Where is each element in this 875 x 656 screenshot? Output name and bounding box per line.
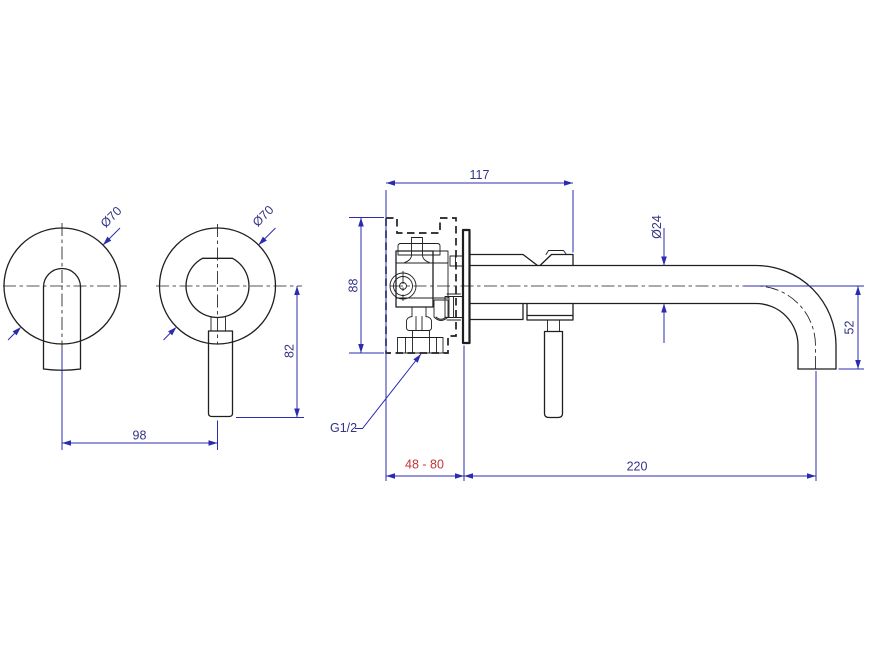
dim-body-height: 88 xyxy=(347,279,361,293)
dimension-48-80: 48 - 80 xyxy=(386,345,465,481)
dim-arrowhead-icon xyxy=(62,440,71,446)
spout-bend-cap xyxy=(42,267,82,288)
detail-line xyxy=(405,330,437,354)
dim-handle-front-diameter: Ø70 xyxy=(250,203,277,230)
handle-lever-front xyxy=(207,330,234,418)
leader-line xyxy=(355,353,422,429)
top-fitting-flare xyxy=(404,254,430,263)
dim-arrowhead-icon xyxy=(294,286,300,295)
handle-neck xyxy=(547,319,560,332)
bottom-fitting-neck xyxy=(411,306,427,317)
leader-arrowhead-icon xyxy=(12,327,21,336)
dimension-98: 98 xyxy=(61,350,218,450)
dim-spout-reach: 220 xyxy=(627,460,648,474)
dim-body-width: 117 xyxy=(470,168,490,182)
valve-body-block xyxy=(395,250,434,308)
leader-tail xyxy=(7,333,15,341)
handle-lever-side xyxy=(543,330,564,419)
dim-spout-front-diameter: Ø70 xyxy=(98,204,125,231)
detail-line xyxy=(411,243,423,256)
top-fitting-stub xyxy=(411,237,423,244)
valve-body-step xyxy=(432,250,449,299)
side-fitting xyxy=(433,299,449,321)
handle-rosette-inner xyxy=(185,257,250,319)
dim-arrowhead-icon xyxy=(208,440,218,446)
thread-block xyxy=(397,337,444,354)
detail-line xyxy=(415,316,423,331)
spout-pipe-inner xyxy=(468,302,799,370)
dim-depth-range: 48 - 80 xyxy=(405,458,444,472)
side-view: 117 88 Ø24 52 xyxy=(330,168,864,481)
dimension-220: 220 xyxy=(464,371,817,481)
spout-index-bump xyxy=(545,250,567,255)
dim-thread: G1/2 xyxy=(330,421,357,435)
spout-centerline xyxy=(390,285,816,371)
spout-side xyxy=(390,250,837,371)
handle-neck xyxy=(210,317,226,332)
dim-arrowhead-icon xyxy=(855,286,861,295)
dim-spout-diameter: Ø24 xyxy=(650,215,664,239)
dim-outlet-drop: 52 xyxy=(843,321,857,335)
dim-arrowhead-icon xyxy=(464,473,473,479)
dim-arrowhead-icon xyxy=(661,303,667,313)
spout-sleeve-bottom xyxy=(468,302,524,321)
dim-arrowhead-icon xyxy=(661,256,667,266)
spout-pipe-outer xyxy=(468,264,837,370)
detail-line xyxy=(395,262,434,299)
dim-arrowhead-icon xyxy=(386,473,395,479)
dim-arrowhead-icon xyxy=(386,180,395,186)
wall-plate xyxy=(461,228,471,345)
spout-downpipe xyxy=(42,286,82,370)
front-view-spout: Ø70 xyxy=(3,204,127,371)
spout-sleeve-top xyxy=(468,253,574,267)
dim-arrowhead-icon xyxy=(294,408,300,418)
handle-side xyxy=(526,302,574,419)
handle-mount-block xyxy=(526,302,574,321)
top-fitting-nut xyxy=(397,243,441,256)
bottom-fitting-nut xyxy=(406,316,432,331)
dim-arrowhead-icon xyxy=(455,473,464,479)
dim-handle-drop: 82 xyxy=(283,344,297,358)
dimension-88: 88 xyxy=(347,217,384,354)
dim-arrowhead-icon xyxy=(807,473,816,479)
dimension-82: 82 xyxy=(236,286,304,418)
dimension-117: 117 xyxy=(385,168,574,481)
extension-line xyxy=(349,217,384,354)
leader-arrowhead-icon xyxy=(103,236,112,245)
dimension-52: 52 xyxy=(744,285,864,370)
rough-in-box-dashed xyxy=(385,217,457,354)
front-view-handle: Ø70 xyxy=(156,203,302,418)
upper-connector-stub xyxy=(449,255,464,267)
leader-arrowhead-icon xyxy=(168,327,177,336)
dim-arrowhead-icon xyxy=(855,360,861,369)
leader-tail xyxy=(163,333,171,341)
dim-front-spacing: 98 xyxy=(133,429,147,443)
dim-arrowhead-icon xyxy=(564,180,573,186)
dimension-d24: Ø24 xyxy=(650,215,667,343)
leader-arrowhead-icon xyxy=(413,354,421,363)
leader-arrowhead-icon xyxy=(258,236,267,245)
thread-callout: G1/2 xyxy=(330,353,422,435)
dim-arrowhead-icon xyxy=(358,344,364,353)
dim-arrowhead-icon xyxy=(358,217,364,227)
